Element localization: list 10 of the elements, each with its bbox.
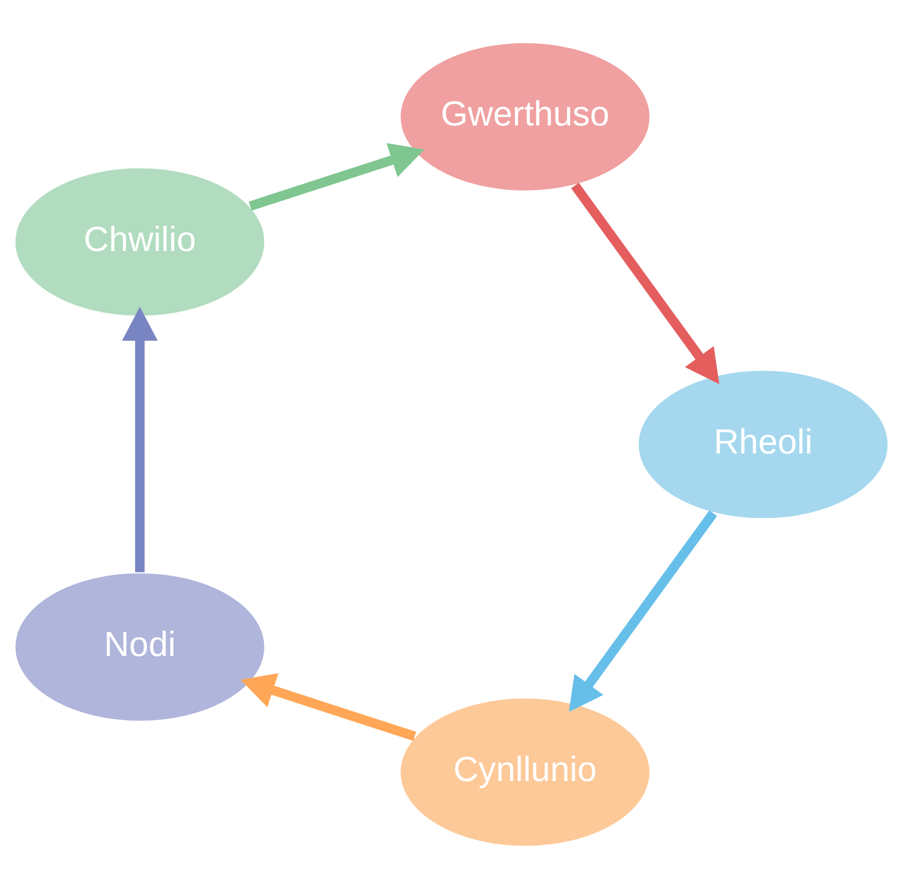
node-ellipse: Gwerthuso [399, 42, 652, 192]
arrow [240, 673, 416, 741]
arrow [248, 143, 424, 211]
node-ellipse: Nodi [14, 572, 266, 722]
node-ellipse: Chwilio [14, 166, 266, 318]
arrow [122, 306, 158, 572]
arrow [571, 182, 720, 384]
arrow [568, 510, 718, 712]
node-ellipse: Rheoli [637, 369, 890, 520]
node-ellipse: Cynllunio [399, 696, 652, 848]
